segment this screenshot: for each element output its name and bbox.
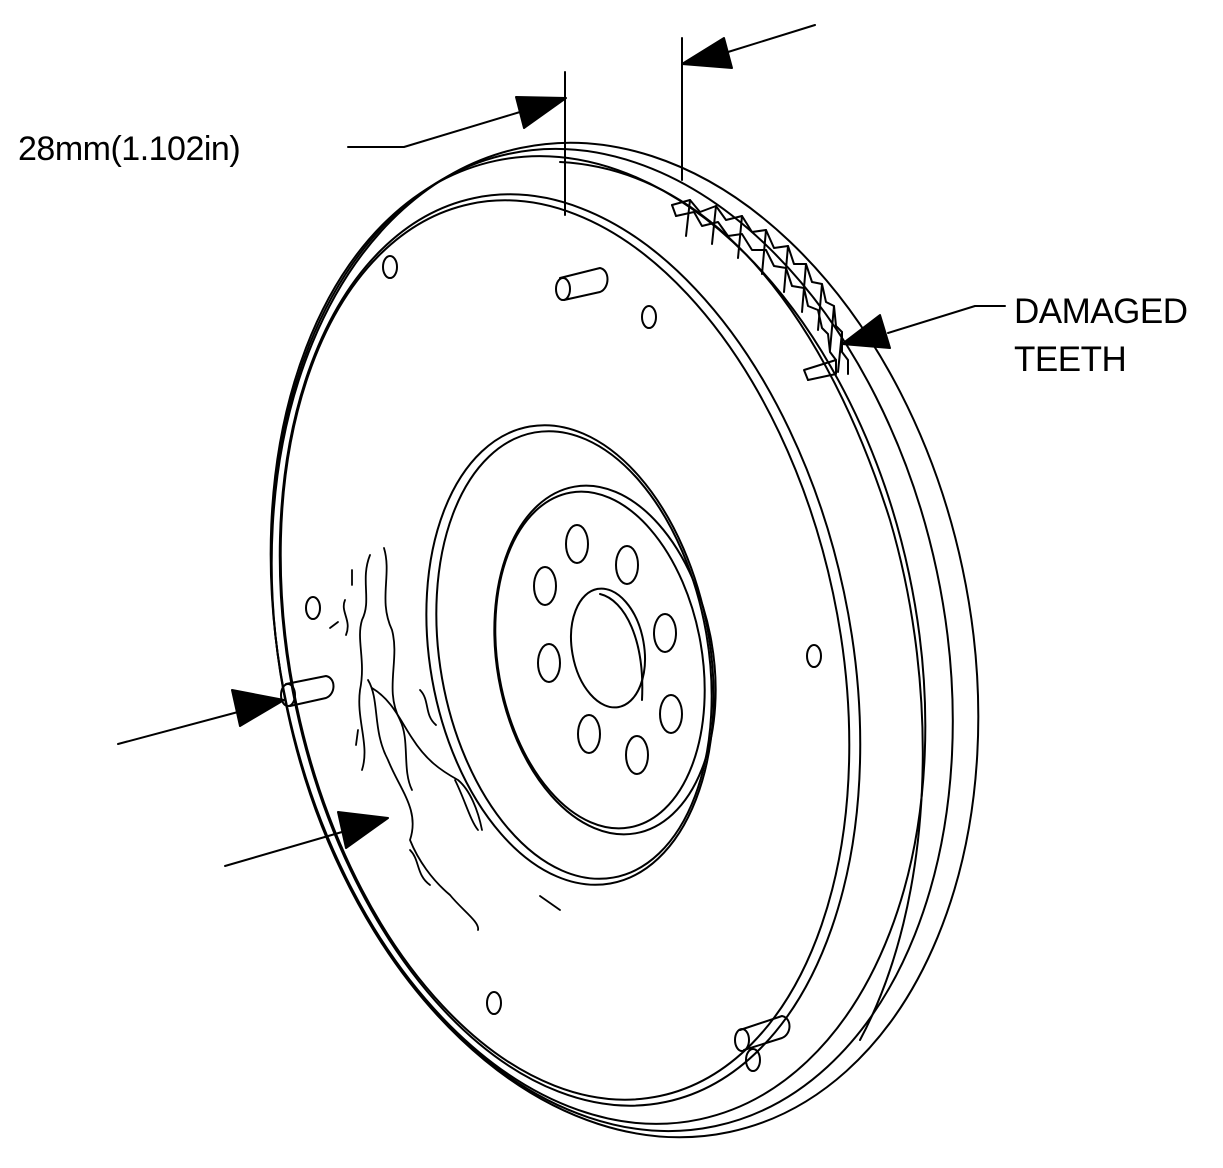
bolt-holes [533,524,683,775]
damage-pointers [117,689,389,867]
damaged-label-line1: DAMAGED [1014,292,1188,331]
damaged-teeth-label: DAMAGED TEETH [1014,288,1188,384]
mounting-holes [305,255,822,1015]
ring-gear-teeth [671,199,849,381]
flywheel-hub [425,424,717,886]
dimension-label: 28mm(1.102in) [18,130,241,168]
dimension-indicator [347,24,816,216]
dowel-pins [280,267,791,1072]
damaged-teeth-pointer [841,305,1006,349]
flywheel-face [278,193,862,1107]
damaged-label-line2: TEETH [1014,340,1127,379]
damaged-surface [329,547,561,931]
flywheel-rim [269,141,980,1139]
